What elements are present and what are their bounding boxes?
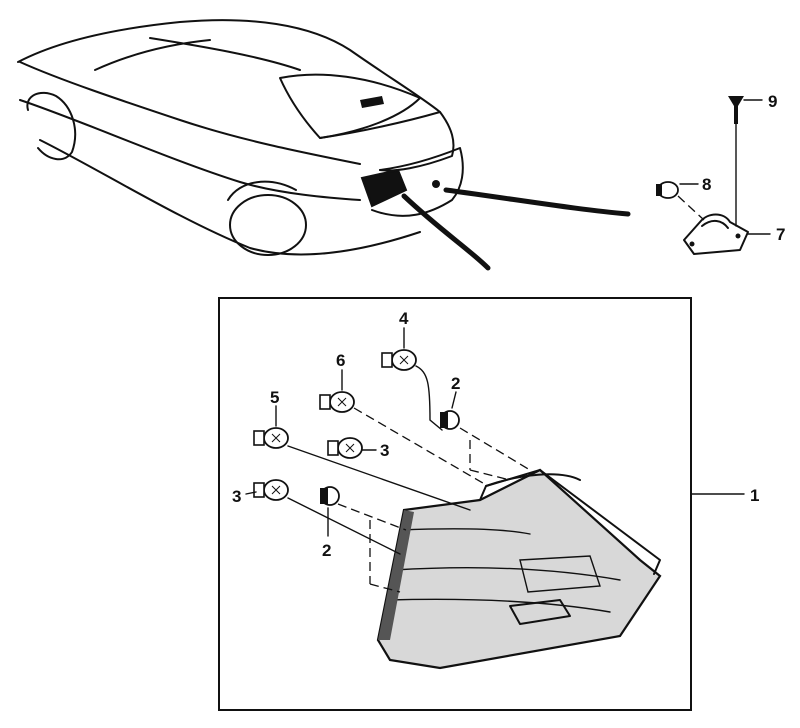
callout-3-lower: 3 (232, 487, 241, 506)
callout-3-middle: 3 (380, 441, 389, 460)
tail-lamp-assembly-part (376, 468, 662, 670)
callout-1: 1 (750, 486, 759, 505)
callout-8: 8 (702, 175, 711, 194)
bulb-6-part (319, 391, 355, 413)
callout-5: 5 (270, 388, 279, 407)
license-bulb-part (656, 181, 679, 199)
bulb-5-part (253, 427, 289, 449)
callout-4: 4 (399, 309, 409, 328)
license-lamp-housing-part (683, 213, 749, 255)
callout-9: 9 (768, 92, 777, 111)
socket-2-upper-part (440, 410, 460, 430)
license-lamp-group (656, 96, 771, 255)
callout-2-upper: 2 (451, 374, 460, 393)
callout-7: 7 (776, 225, 785, 244)
bulb-4-part (381, 349, 417, 371)
socket-2-lower-part (320, 486, 340, 506)
car-body-illustration (17, 19, 631, 271)
callout-2-lower: 2 (322, 541, 331, 560)
bulb-3-lower-part (253, 479, 289, 501)
bulb-3-middle-part (327, 437, 363, 459)
detail-frame (218, 297, 692, 711)
callout-6: 6 (336, 351, 345, 370)
screw-part (728, 96, 744, 124)
